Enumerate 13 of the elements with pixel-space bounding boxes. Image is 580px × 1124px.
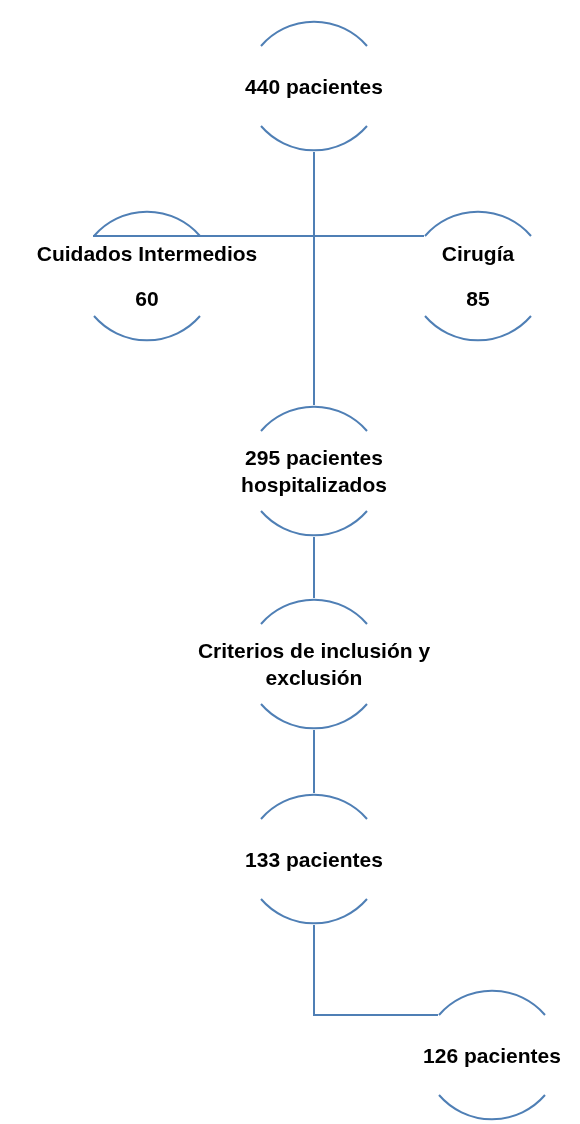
node-label: Cirugía <box>441 241 515 267</box>
node-label: Criterios de inclusión y exclusión <box>196 638 432 691</box>
node-label: 126 pacientes <box>423 1042 561 1069</box>
node-label: 295 pacientes hospitalizados <box>240 445 388 498</box>
connector-line <box>313 151 425 237</box>
node-label: 60 <box>135 286 159 312</box>
connector-line <box>313 924 439 1016</box>
node-label: 133 pacientes <box>245 846 383 873</box>
connector-line <box>313 729 315 794</box>
node-label: 85 <box>466 286 490 312</box>
connector-line <box>313 536 315 599</box>
node-label: Cuidados Intermedios <box>36 241 258 267</box>
node-label: 440 pacientes <box>245 73 383 100</box>
